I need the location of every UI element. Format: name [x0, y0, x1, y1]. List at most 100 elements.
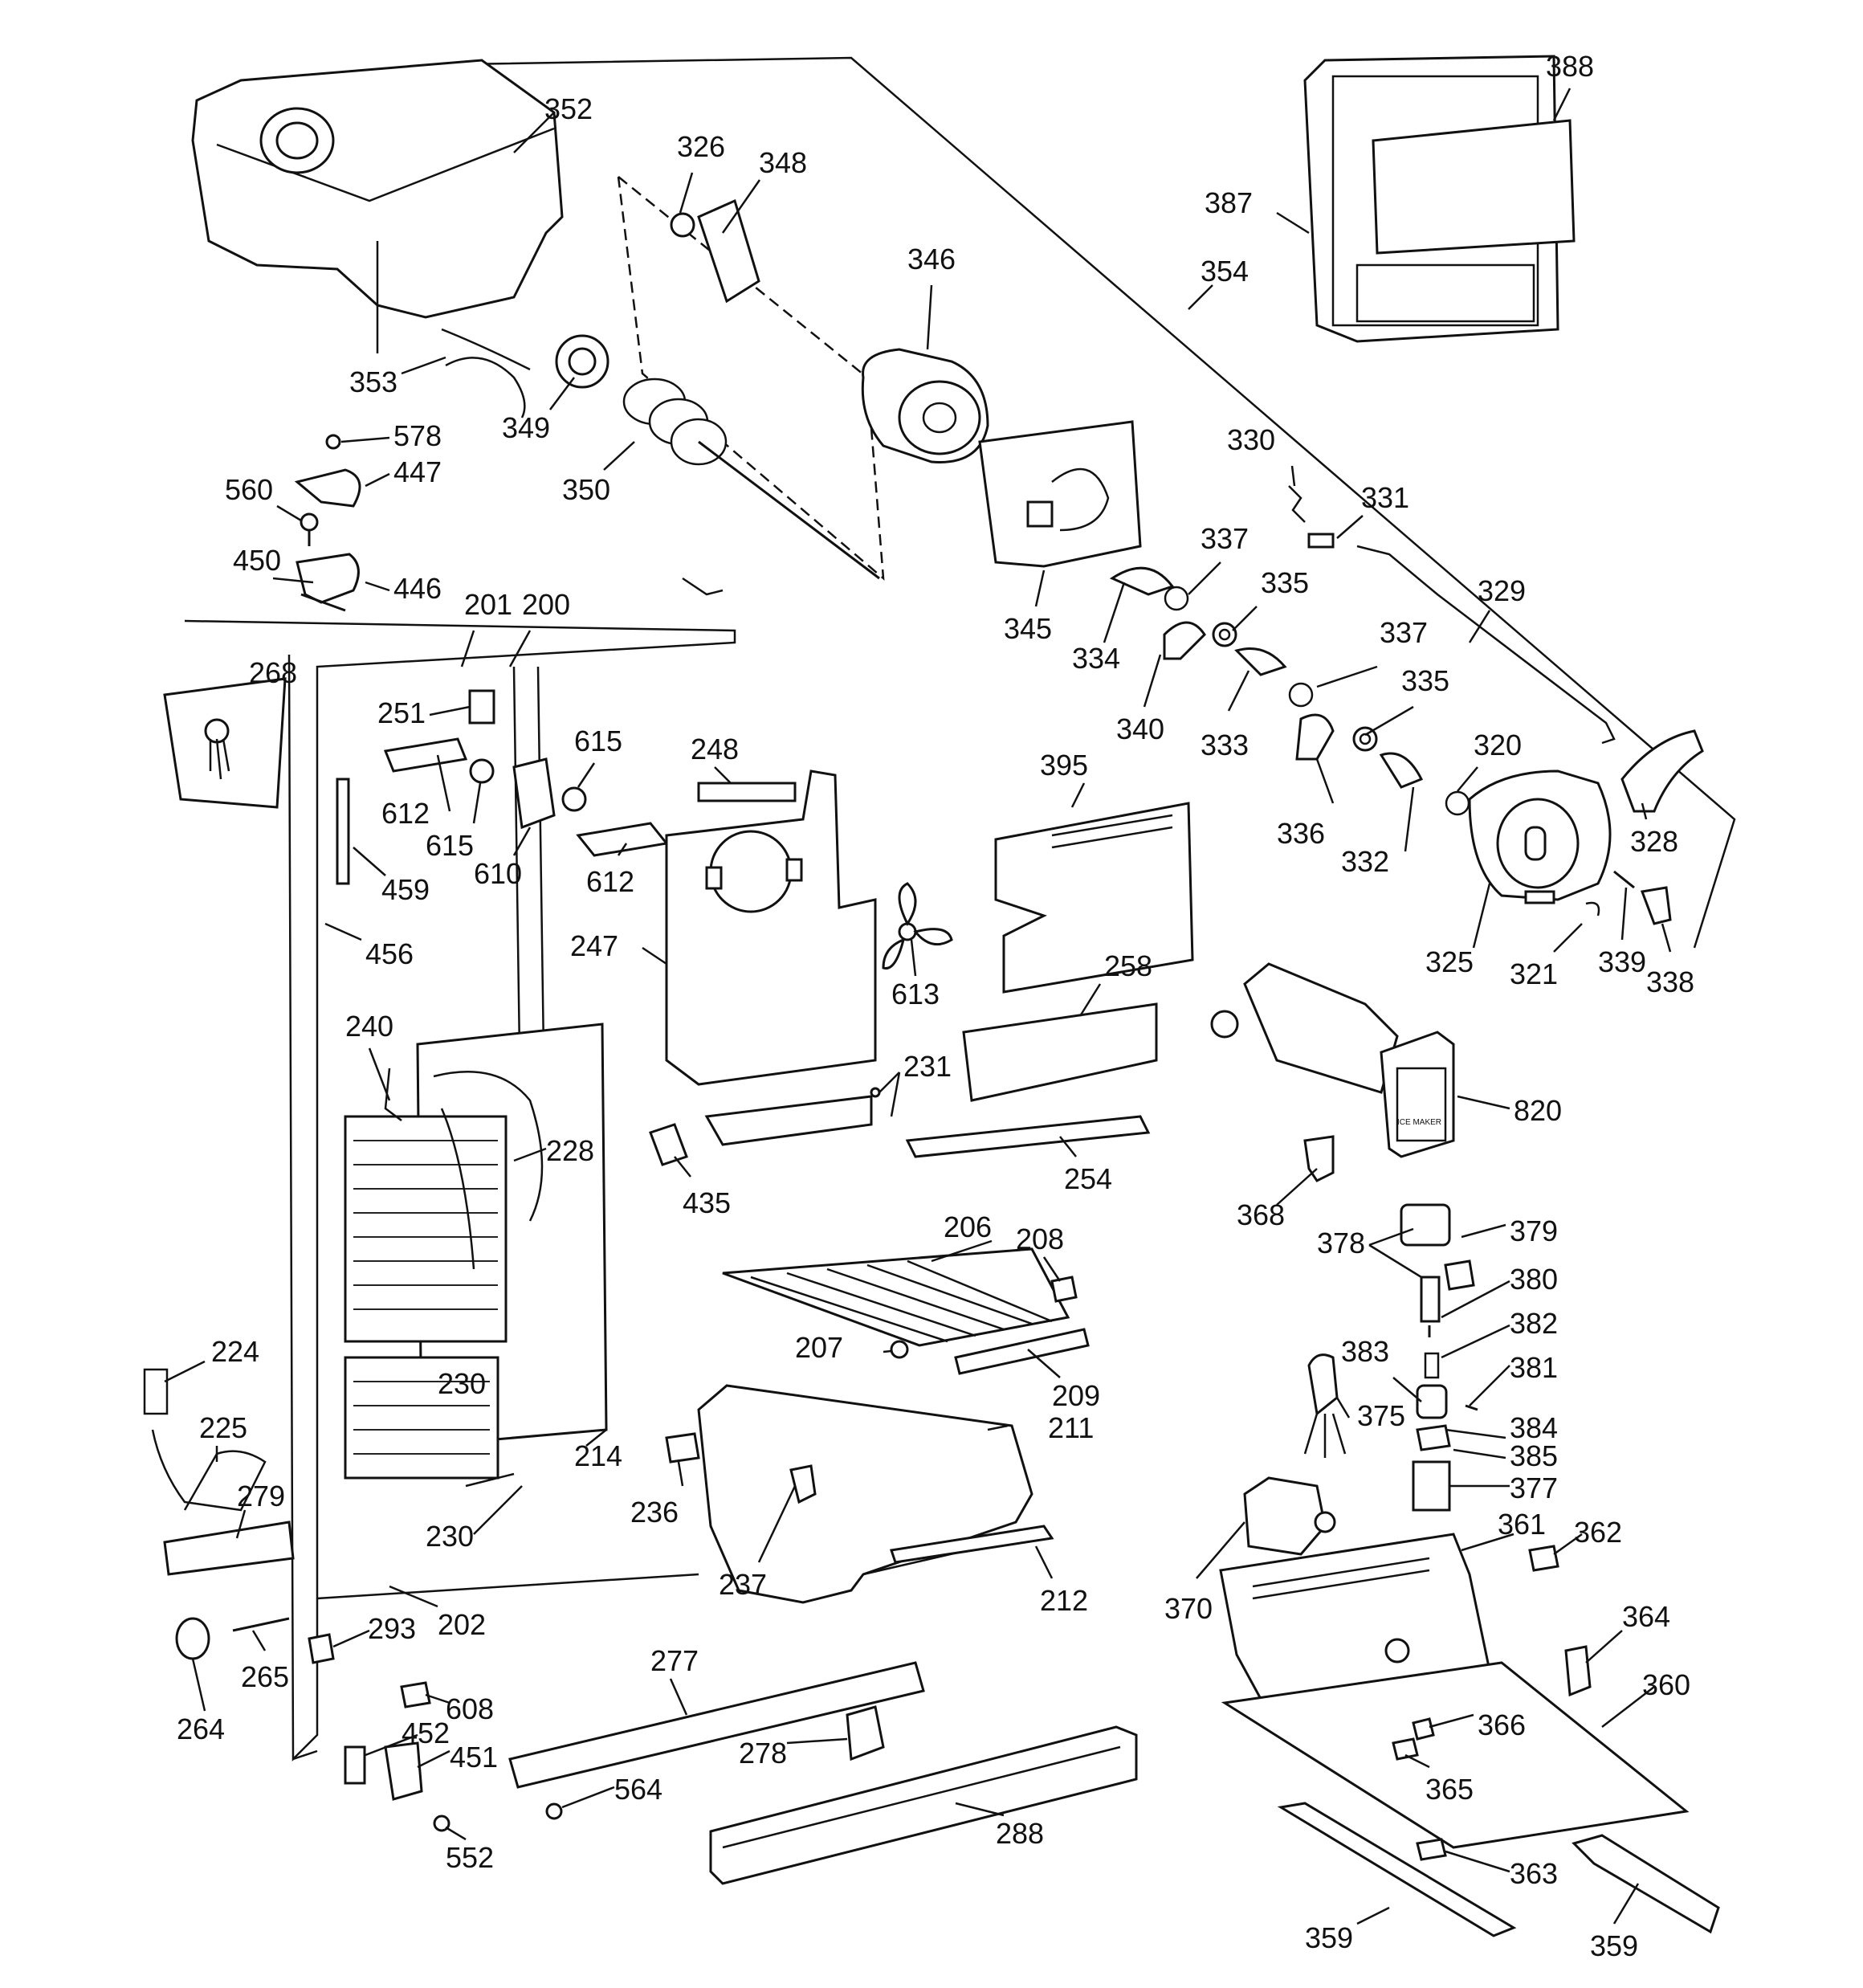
bin-bracket [665, 1432, 700, 1463]
part-label-209: 209 [1052, 1379, 1100, 1412]
part-label-564: 564 [614, 1773, 662, 1806]
part-label-331: 331 [1361, 481, 1409, 514]
part-label-202: 202 [438, 1608, 486, 1641]
ice-maker-bracket [1303, 1135, 1335, 1182]
part-label-612b: 612 [586, 865, 634, 898]
part-label-214: 214 [574, 1439, 622, 1472]
part-label-365: 365 [1425, 1773, 1474, 1806]
evaporator-fins-lower [353, 1381, 490, 1455]
part-label-264: 264 [177, 1712, 225, 1745]
part-label-328: 328 [1630, 825, 1678, 858]
part-label-378: 378 [1317, 1227, 1365, 1259]
part-label-265: 265 [241, 1660, 289, 1693]
part-label-200: 200 [522, 588, 570, 621]
part-label-251: 251 [377, 696, 426, 729]
mounting-plate [978, 420, 1142, 568]
ice-maker-tag: ICE MAKER [1397, 1118, 1441, 1127]
evaporator-panel [344, 1023, 608, 1480]
part-label-332: 332 [1341, 845, 1389, 878]
part-label-247: 247 [570, 929, 618, 962]
part-label-293: 293 [368, 1612, 416, 1645]
part-label-236: 236 [630, 1496, 679, 1529]
base-rail-parts [508, 1661, 1138, 1885]
ice-maker: ICE MAKER [1210, 962, 1455, 1158]
part-label-388: 388 [1546, 50, 1594, 83]
hinge-lower-parts [344, 1681, 563, 1832]
part-label-337b: 337 [1380, 616, 1428, 649]
part-label-336: 336 [1277, 817, 1325, 850]
wire-shelf [722, 1247, 1090, 1375]
ice-bucket [191, 59, 564, 371]
shelf-cover [905, 1002, 1158, 1158]
caster-parts [175, 1617, 335, 1664]
part-label-335b: 335 [1401, 664, 1449, 697]
part-label-385: 385 [1510, 1439, 1558, 1472]
part-label-279: 279 [237, 1480, 285, 1512]
part-label-379: 379 [1510, 1214, 1558, 1247]
freezer-cabinet-outline [184, 56, 1736, 1762]
part-label-612: 612 [381, 797, 430, 830]
part-label-364: 364 [1622, 1600, 1670, 1633]
part-label-560: 560 [225, 473, 273, 506]
part-label-368: 368 [1237, 1198, 1285, 1231]
part-label-277: 277 [650, 1644, 699, 1677]
dispenser-motor [1445, 769, 1612, 916]
rear-panel [994, 802, 1194, 994]
part-label-377: 377 [1510, 1472, 1558, 1504]
part-label-615: 615 [574, 725, 622, 757]
part-label-345: 345 [1004, 612, 1052, 645]
part-label-330: 330 [1227, 423, 1275, 456]
part-label-615b: 615 [426, 829, 474, 862]
part-label-360: 360 [1642, 1668, 1690, 1701]
part-label-613: 613 [891, 978, 940, 1010]
part-label-254: 254 [1064, 1162, 1112, 1195]
part-label-212: 212 [1040, 1584, 1088, 1617]
part-label-459: 459 [381, 873, 430, 906]
part-label-320: 320 [1474, 729, 1522, 761]
part-label-329: 329 [1478, 574, 1526, 607]
fasteners-left [649, 1087, 881, 1166]
part-label-450: 450 [233, 544, 281, 577]
part-label-366: 366 [1478, 1708, 1526, 1741]
part-label-207: 207 [795, 1331, 843, 1364]
part-label-258: 258 [1104, 949, 1152, 982]
part-label-578: 578 [393, 419, 442, 452]
part-label-208: 208 [1016, 1223, 1064, 1255]
part-label-363: 363 [1510, 1857, 1558, 1890]
part-label-339: 339 [1598, 945, 1646, 978]
part-labels: 352 326 348 346 388 387 354 353 349 350 … [177, 50, 1694, 1962]
part-label-353: 353 [349, 365, 397, 398]
drain-parts [143, 1368, 295, 1576]
part-label-225: 225 [199, 1411, 247, 1444]
part-label-452: 452 [402, 1717, 450, 1749]
part-label-435: 435 [683, 1186, 731, 1219]
bail-wire [445, 357, 526, 418]
part-label-446: 446 [393, 572, 442, 605]
fan-motor-brackets [336, 689, 669, 885]
part-label-362: 362 [1574, 1516, 1622, 1549]
part-label-375: 375 [1357, 1399, 1405, 1432]
part-label-359: 359 [1305, 1921, 1353, 1954]
part-label-237: 237 [719, 1568, 767, 1601]
part-label-231: 231 [903, 1050, 952, 1083]
part-label-230: 230 [438, 1367, 486, 1400]
part-label-447: 447 [393, 455, 442, 488]
part-label-820: 820 [1514, 1094, 1562, 1127]
toe-grille-parts [1277, 1802, 1720, 1937]
light-socket [163, 677, 287, 809]
part-label-350: 350 [562, 473, 610, 506]
fan-shroud [665, 769, 877, 1146]
part-label-230b: 230 [426, 1520, 474, 1553]
part-label-456: 456 [365, 937, 414, 970]
cam-gear-stack [1109, 566, 1424, 789]
part-label-325: 325 [1425, 945, 1474, 978]
part-label-278: 278 [739, 1737, 787, 1770]
part-label-335: 335 [1261, 566, 1309, 599]
part-label-340: 340 [1116, 712, 1164, 745]
part-label-359b: 359 [1590, 1929, 1638, 1962]
part-label-382: 382 [1510, 1307, 1558, 1340]
part-label-326: 326 [677, 130, 725, 163]
part-label-352: 352 [544, 92, 593, 125]
part-label-321: 321 [1510, 957, 1558, 990]
part-label-211: 211 [1048, 1411, 1094, 1444]
